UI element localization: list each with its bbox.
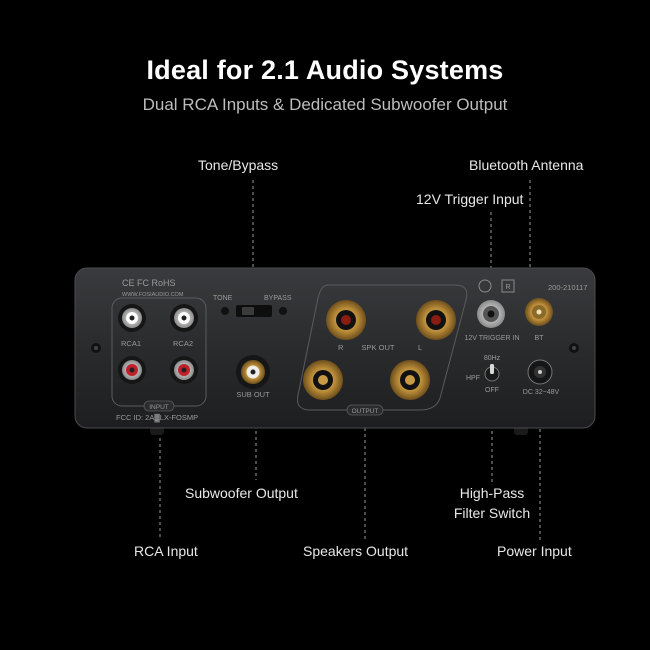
- callout-bluetooth-antenna: Bluetooth Antenna: [469, 157, 584, 173]
- hpf-off-label: OFF: [485, 387, 499, 394]
- r-mark-box: [501, 279, 515, 293]
- r-mark-label: R: [505, 284, 510, 291]
- callout-high-pass-line1: High-Pass: [459, 485, 525, 501]
- bt-label: BT: [535, 335, 545, 342]
- input-label: INPUT: [149, 404, 169, 411]
- rca1-label: RCA1: [121, 339, 141, 348]
- page-title: Ideal for 2.1 Audio Systems: [146, 55, 504, 85]
- callout-high-pass-line2: Filter Switch: [453, 505, 531, 521]
- compliance-mark-icon: [478, 279, 492, 293]
- tone-label: TONE: [213, 295, 233, 302]
- sub-out-label: SUB OUT: [236, 390, 270, 399]
- bypass-label: BYPASS: [264, 295, 292, 302]
- trigger-in-label: 12V TRIGGER IN: [464, 335, 519, 342]
- rca-input-jacks: [118, 304, 198, 384]
- callout-speakers-output: Speakers Output: [303, 543, 409, 559]
- hpf-label: HPF: [466, 375, 480, 382]
- serial-label: 200-210117: [548, 283, 587, 292]
- callout-tone-bypass: Tone/Bypass: [198, 157, 279, 173]
- spk-l-label: L: [418, 343, 422, 352]
- panel-website-text: WWW.FOSIAUDIO.COM: [122, 292, 184, 298]
- hpf-hz-label: 80Hz: [484, 355, 501, 362]
- spk-r-label: R: [338, 343, 344, 352]
- rca2-label: RCA2: [173, 339, 193, 348]
- callout-trigger-input: 12V Trigger Input: [416, 191, 524, 207]
- callout-power-input: Power Input: [497, 543, 572, 559]
- page-subtitle: Dual RCA Inputs & Dedicated Subwoofer Ou…: [142, 95, 508, 114]
- callout-rca-input: RCA Input: [134, 543, 198, 559]
- speaker-binding-posts: [303, 300, 456, 400]
- panel-body: [74, 267, 596, 429]
- output-group-outline: [297, 284, 468, 411]
- output-label: OUTPUT: [352, 408, 379, 415]
- callout-subwoofer-output: Subwoofer Output: [185, 485, 298, 501]
- fcc-id-label: FCC ID: 2A▓LX-FOSMP: [116, 413, 198, 423]
- spk-out-label: SPK OUT: [362, 343, 395, 352]
- dc-label: DC 32~48V: [523, 389, 560, 396]
- panel-cert-text: CE FC RoHS: [122, 278, 176, 288]
